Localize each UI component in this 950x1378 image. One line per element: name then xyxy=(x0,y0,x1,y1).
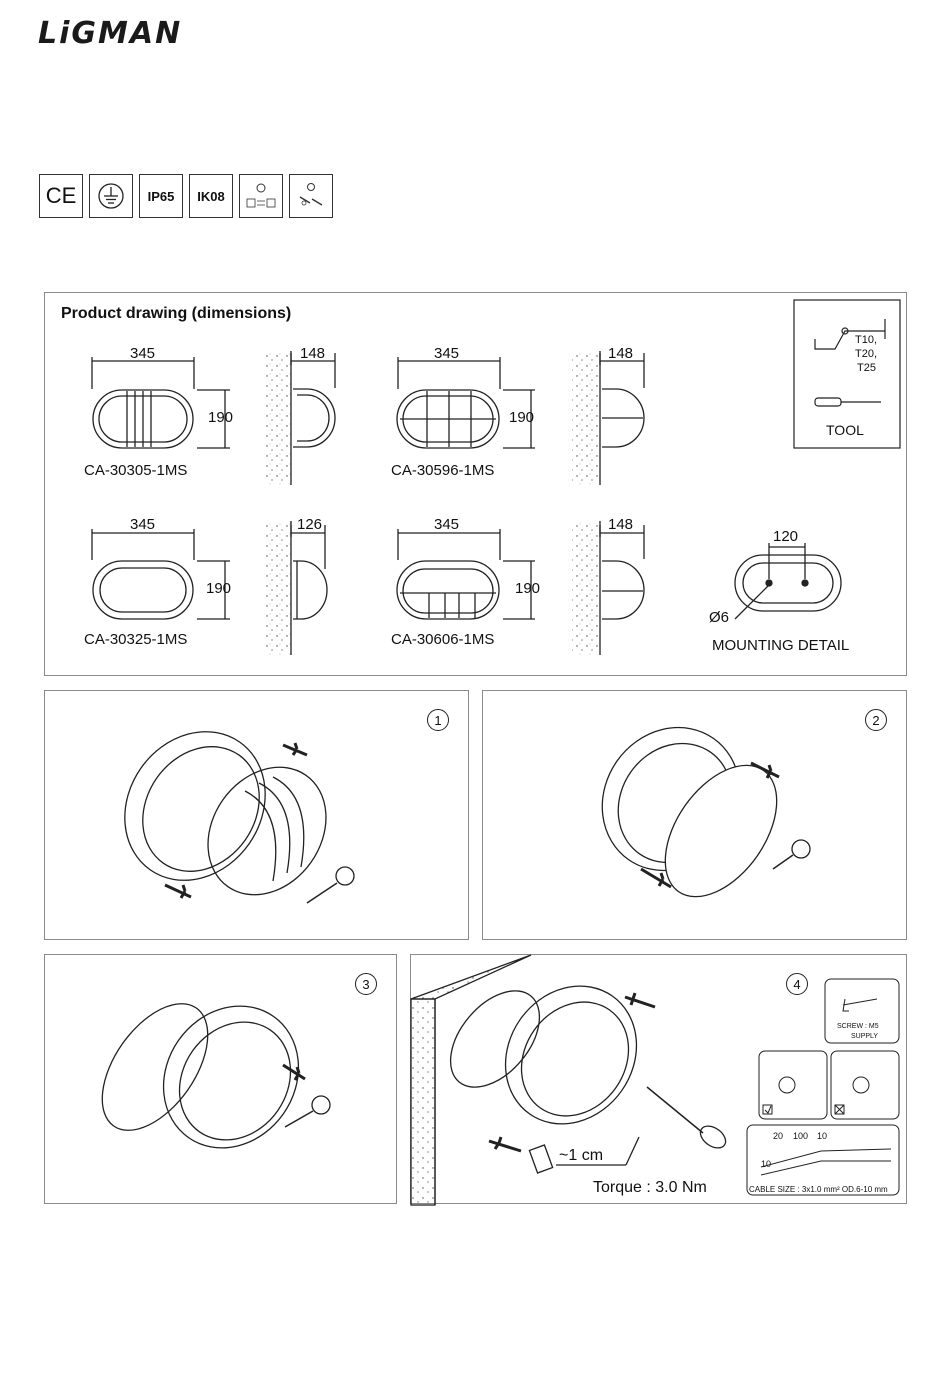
earth-ground-icon xyxy=(89,174,133,218)
model-2-front-view xyxy=(397,357,535,448)
model-1-front-view xyxy=(92,357,230,448)
rotatable-temperature-icon xyxy=(239,174,283,218)
torque-label: Torque : 3.0 Nm xyxy=(593,1179,707,1197)
step-3-illustration xyxy=(45,955,398,1205)
model-3-width: 345 xyxy=(130,516,155,533)
product-drawing-panel: Product drawing (dimensions) xyxy=(44,292,907,676)
cable-dim-3: 10 xyxy=(817,1131,827,1141)
correct-wrong-insets xyxy=(759,1051,899,1119)
model-1-side-view xyxy=(263,351,335,485)
model-1-height: 190 xyxy=(208,409,233,426)
model-2-height: 190 xyxy=(509,409,534,426)
model-2-depth: 148 xyxy=(608,345,633,362)
model-4-side-view xyxy=(572,521,644,655)
tool-driver-icon xyxy=(289,174,333,218)
model-4-height: 190 xyxy=(515,580,540,597)
strip-length-label: ~1 cm xyxy=(559,1147,603,1165)
step-4-illustration xyxy=(411,955,908,1205)
mounting-detail-drawing xyxy=(735,543,841,619)
brand-logo: LiGMAN xyxy=(38,16,182,51)
model-3-height: 190 xyxy=(206,580,231,597)
step-3-panel: 3 xyxy=(44,954,397,1204)
model-3-name: CA-30325-1MS xyxy=(84,631,187,648)
mounting-detail-label: MOUNTING DETAIL xyxy=(712,637,849,654)
step-2-illustration xyxy=(483,691,908,941)
model-4-width: 345 xyxy=(434,516,459,533)
tool-label: TOOL xyxy=(826,422,864,438)
ik08-badge: IK08 xyxy=(189,174,233,218)
screw-note: SUPPLY xyxy=(851,1033,878,1040)
cable-dim-2: 100 xyxy=(793,1131,808,1141)
dimension-drawings xyxy=(45,293,908,677)
tool-size-1: T10, xyxy=(855,334,877,346)
step-1-illustration xyxy=(45,691,470,941)
step-2-panel: 2 xyxy=(482,690,907,940)
model-2-name: CA-30596-1MS xyxy=(391,462,494,479)
cable-size-label: CABLE SIZE : 3x1.0 mm² OD.6-10 mm xyxy=(749,1185,888,1194)
model-2-width: 345 xyxy=(434,345,459,362)
ce-mark-icon: CE xyxy=(39,174,83,218)
model-4-front-view xyxy=(397,529,535,619)
tool-size-3: T25 xyxy=(857,362,876,374)
model-1-depth: 148 xyxy=(300,345,325,362)
model-3-side-view xyxy=(263,521,327,655)
certification-row: CE IP65 IK08 xyxy=(39,174,333,218)
model-3-depth: 126 xyxy=(297,516,322,533)
ip65-badge: IP65 xyxy=(139,174,183,218)
cable-dim-4: 10 xyxy=(761,1159,771,1169)
mounting-spacing: 120 xyxy=(773,528,798,545)
tool-size-2: T20, xyxy=(855,348,877,360)
model-1-name: CA-30305-1MS xyxy=(84,462,187,479)
model-2-side-view xyxy=(572,351,644,485)
model-3-front-view xyxy=(92,529,230,619)
model-4-depth: 148 xyxy=(608,516,633,533)
step-1-panel: 1 xyxy=(44,690,469,940)
cable-dim-1: 20 xyxy=(773,1131,783,1141)
mounting-hole-diameter: Ø6 xyxy=(709,609,729,626)
screw-label: SCREW : M5 xyxy=(837,1023,879,1030)
model-1-width: 345 xyxy=(130,345,155,362)
step-4-panel: 4 xyxy=(410,954,907,1204)
model-4-name: CA-30606-1MS xyxy=(391,631,494,648)
